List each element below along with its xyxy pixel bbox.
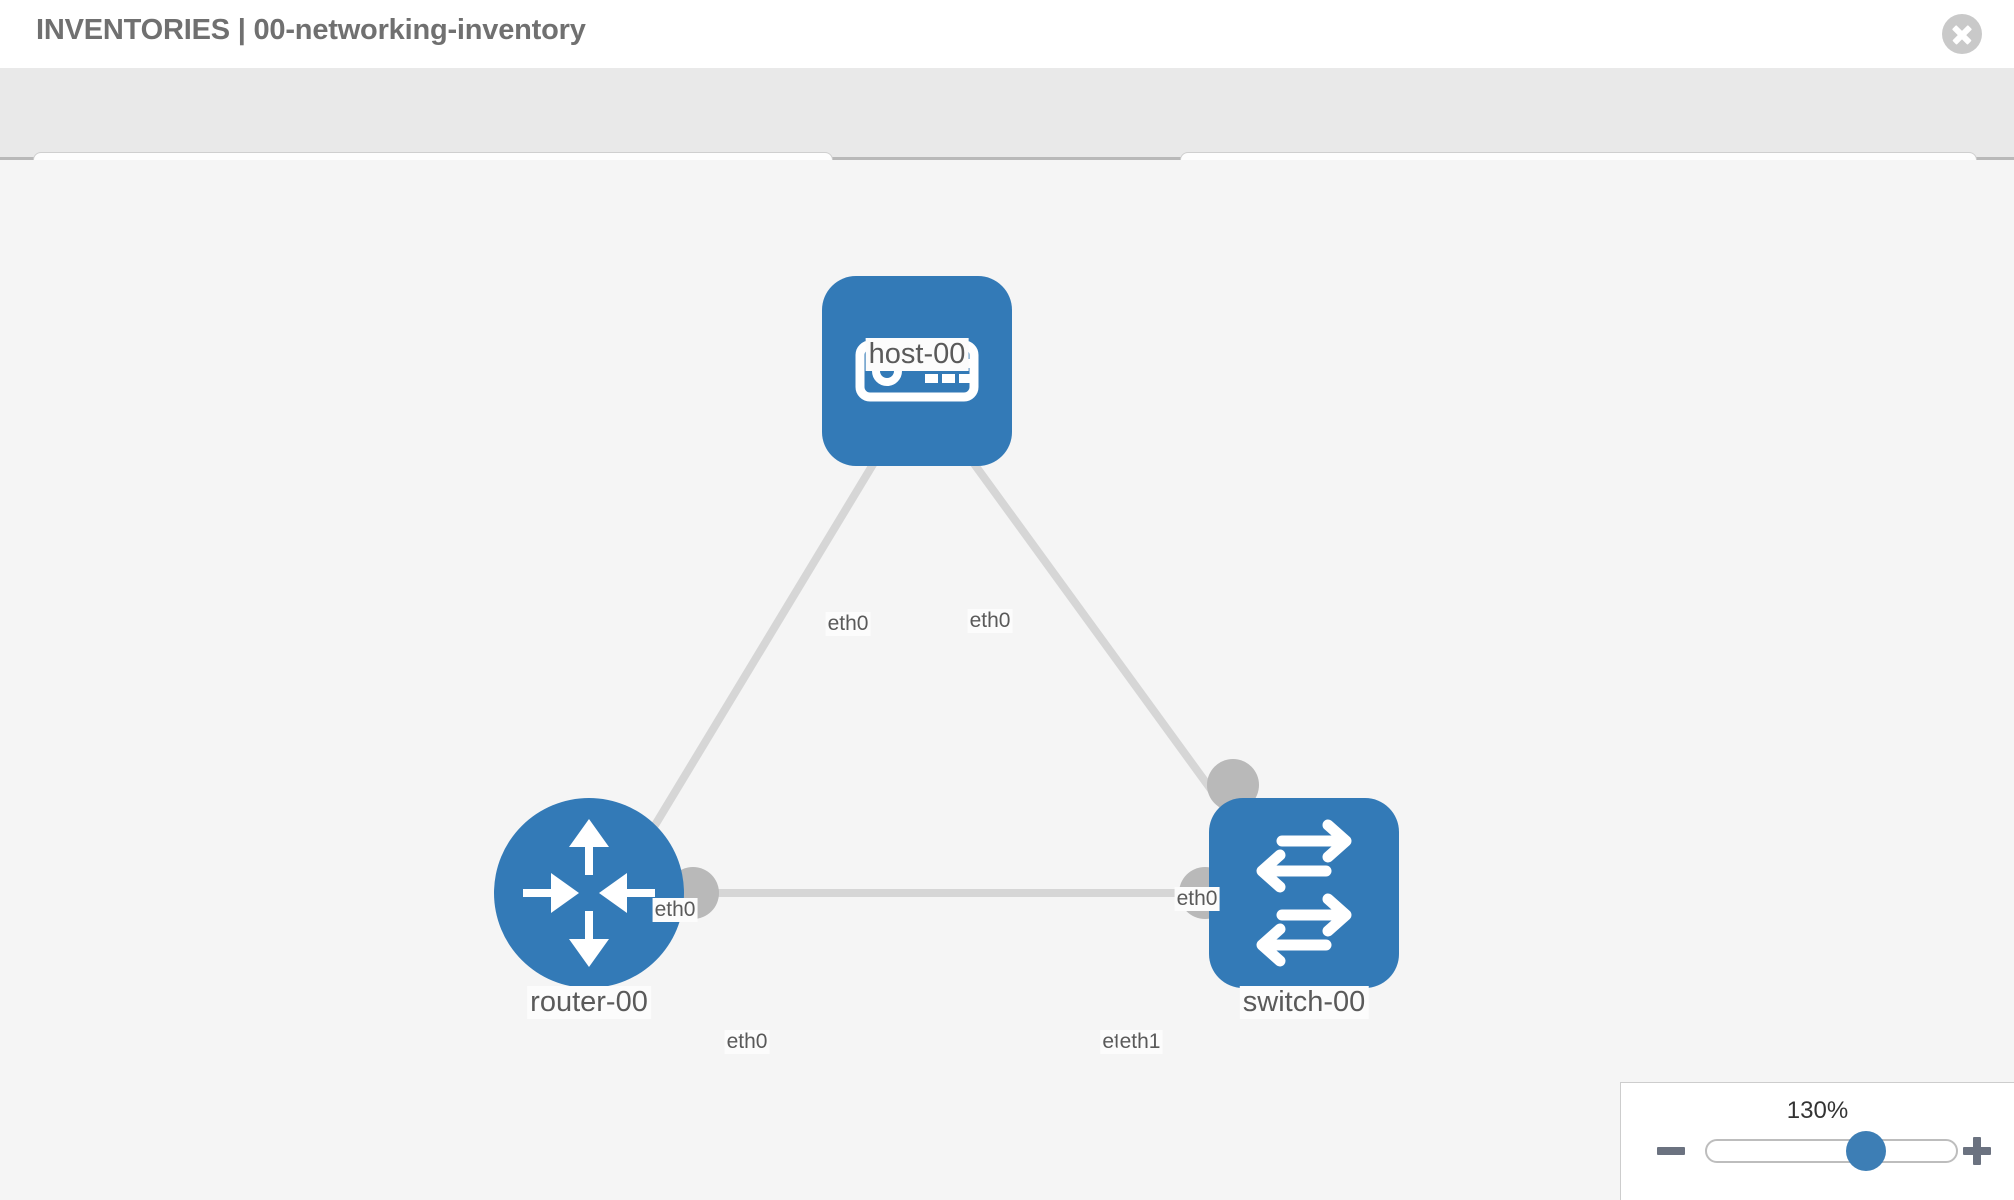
interface-label-switch-eth1-lan: eth1 xyxy=(1117,1030,1163,1054)
interface-label-router-eth0-lan: eth0 xyxy=(724,1030,770,1054)
node-router-00[interactable] xyxy=(494,798,684,988)
node-label-host-00: host-00 xyxy=(865,338,969,371)
interface-label-host-eth0-right: eth0 xyxy=(967,609,1013,633)
page-title: INVENTORIES | 00-networking-inventory xyxy=(36,14,586,46)
topology-graph xyxy=(494,276,1399,988)
toolbar: ACTIONS SEARCH xyxy=(0,68,2014,212)
node-switch-00[interactable] xyxy=(1209,798,1399,988)
zoom-slider-track[interactable] xyxy=(1705,1139,1958,1163)
link-group xyxy=(636,425,1259,897)
link-host-switch xyxy=(944,425,1259,853)
link-router-host xyxy=(636,425,899,853)
zoom-slider-thumb[interactable] xyxy=(1846,1131,1886,1171)
page-header: INVENTORIES | 00-networking-inventory xyxy=(0,0,2014,68)
interface-label-host-eth0-left: eth0 xyxy=(825,612,871,636)
close-icon[interactable] xyxy=(1942,14,1982,54)
zoom-out-button[interactable] xyxy=(1655,1135,1687,1167)
zoom-control-panel: 130% xyxy=(1620,1082,2014,1200)
interface-label-router-eth0-uplink: eth0 xyxy=(652,898,698,922)
zoom-in-button[interactable] xyxy=(1961,1135,1993,1167)
node-host-00[interactable] xyxy=(822,276,1012,466)
node-label-router-00: router-00 xyxy=(527,986,651,1019)
interface-label-switch-eth0-uplink: eth0 xyxy=(1174,887,1220,911)
topology-canvas[interactable]: host-00 router-00 switch-00 eth0 eth0 et… xyxy=(0,160,2014,1200)
node-label-switch-00: switch-00 xyxy=(1239,986,1369,1019)
zoom-percent-label: 130% xyxy=(1786,1097,1849,1124)
